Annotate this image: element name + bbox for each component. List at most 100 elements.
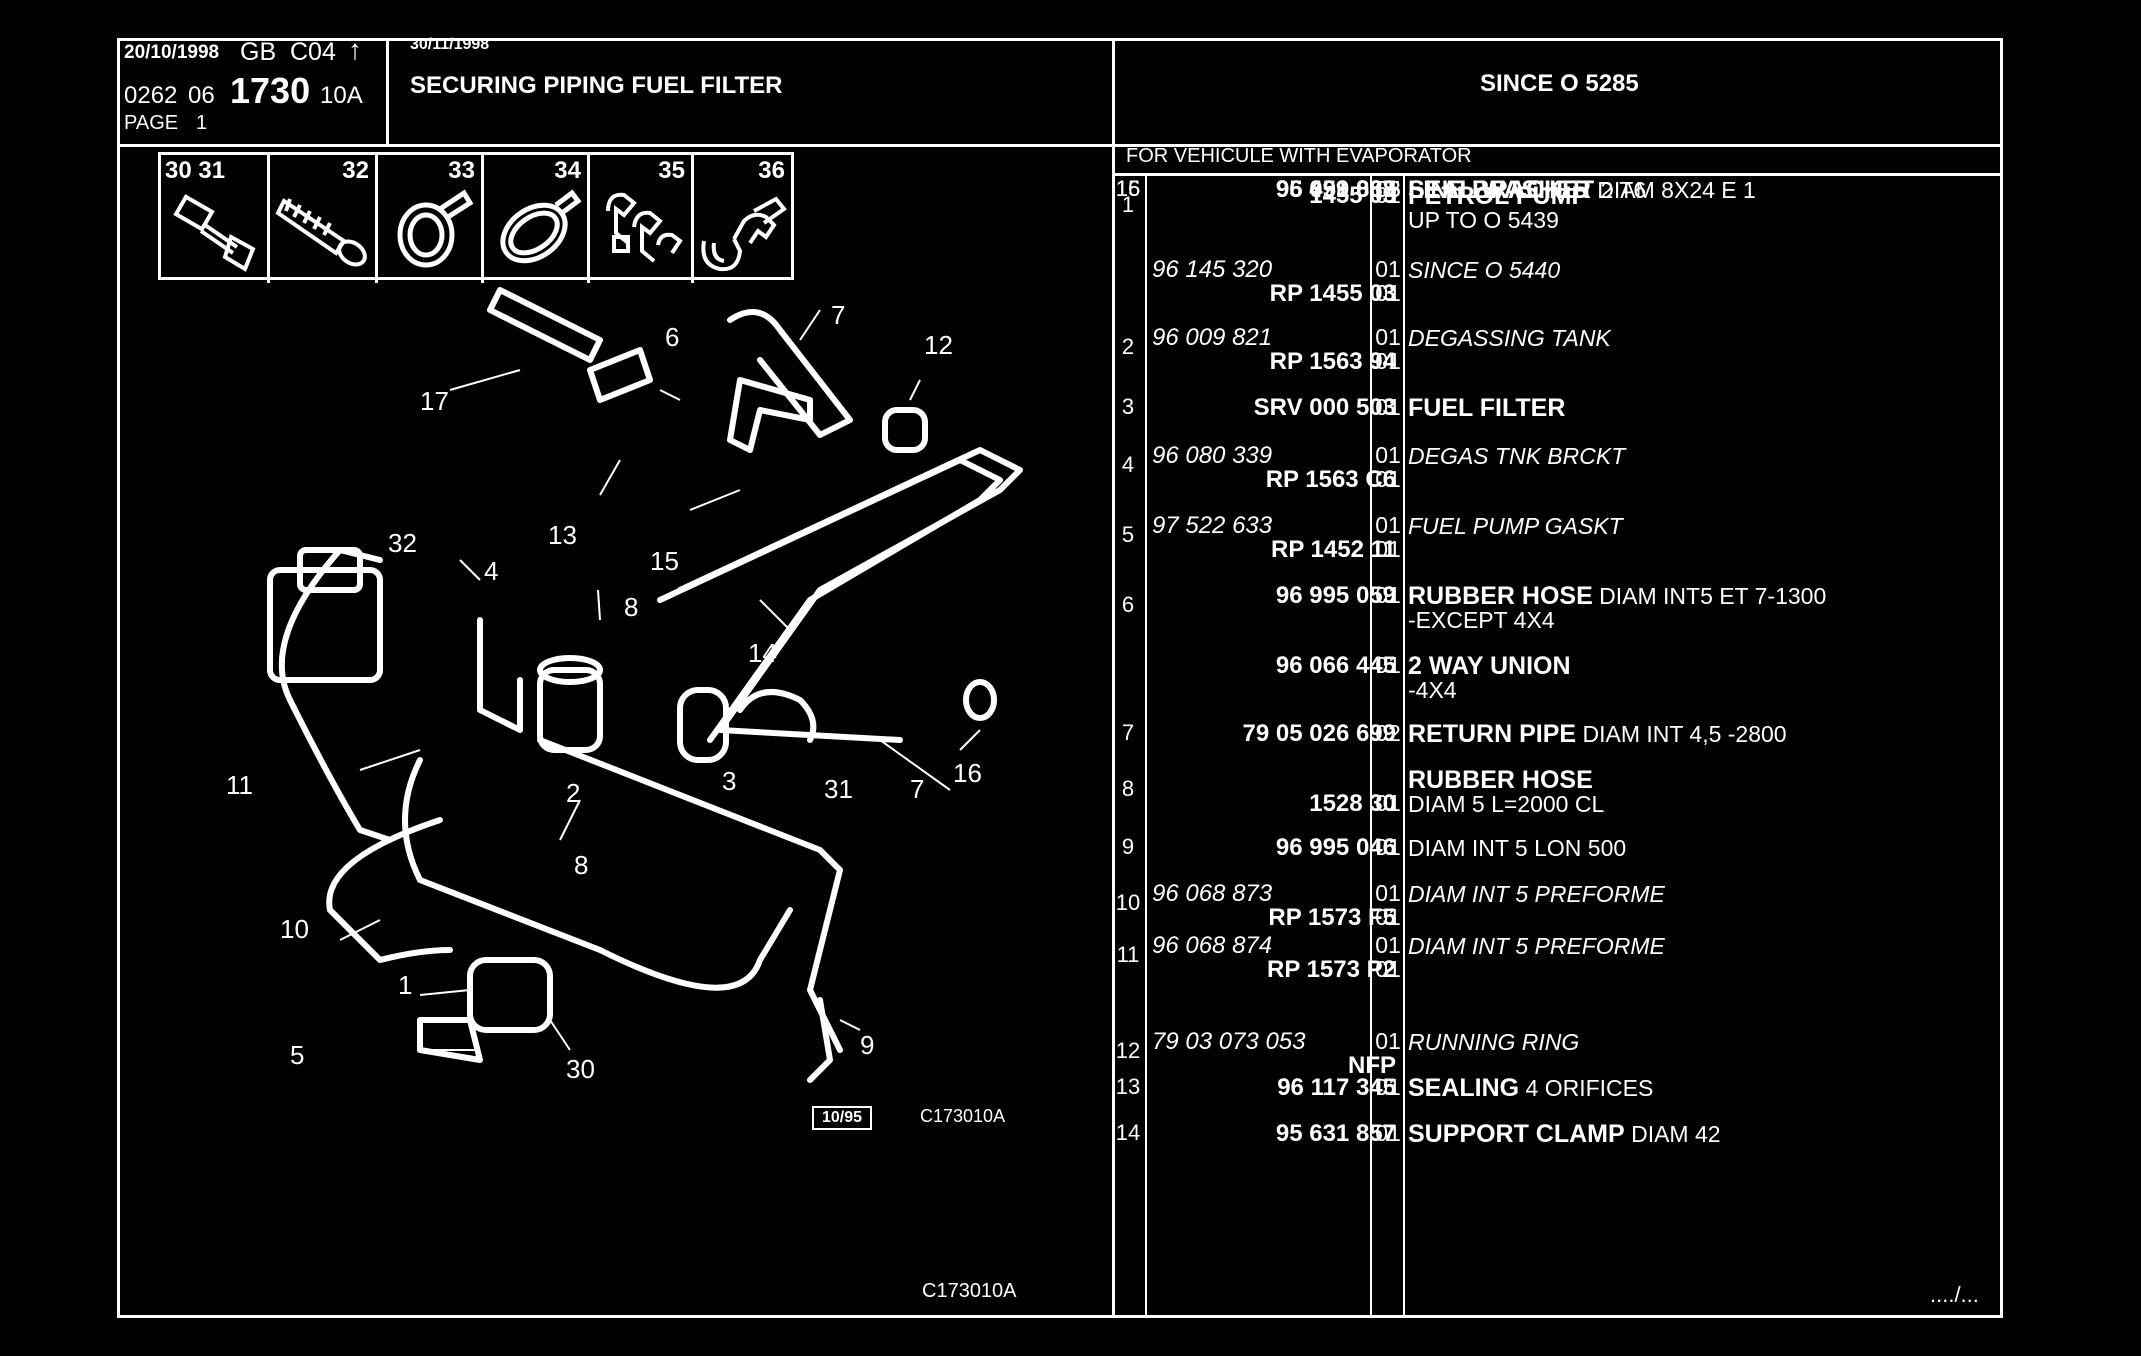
hardware-icon-strip: 30 31 32 33 34 35 36 <box>158 152 794 283</box>
part-qty: 01 <box>1375 324 1401 350</box>
header-ref-a: 0262 <box>124 82 178 109</box>
part-number: 96 080 339 <box>1152 442 1273 469</box>
part-name: 2 WAY UNION <box>1408 652 1571 680</box>
part-number: RP 1563 94 <box>1269 348 1396 375</box>
callout-6: 6 <box>665 322 680 352</box>
icon-cell-36: 36 <box>694 155 791 283</box>
part-index: 9 <box>1121 834 1135 859</box>
icon-numbers: 33 <box>448 157 475 184</box>
part-number: RP 1455 03 <box>1269 280 1396 307</box>
carburettor <box>267 567 383 683</box>
part-detail: -4X4 <box>1408 677 1457 703</box>
part-description: DIAM INT 5 PREFORME <box>1408 932 1665 961</box>
petrol-pump <box>467 957 553 1033</box>
part-description: FUEL PUMP GASKT <box>1408 512 1623 541</box>
part-description: SINCE O 5440 <box>1408 256 1560 285</box>
part-description: RETURN PIPE DIAM INT 4,5 -2800 <box>1408 720 1787 749</box>
hose-10 <box>326 817 453 963</box>
part-qty: 01 <box>1375 182 1401 208</box>
part-detail: -EXCEPT 4X4 <box>1408 607 1555 633</box>
part-description: RUNNING RING <box>1408 1028 1579 1057</box>
part-detail: DIAM 5 L=2000 CL <box>1408 791 1605 817</box>
callout-31: 31 <box>824 774 853 804</box>
part-qty: 01 <box>1375 1074 1401 1100</box>
part-qty: 01 <box>1375 256 1401 282</box>
seal-washer-16 <box>963 679 997 721</box>
part-detail: SINCE O 5440 <box>1408 257 1561 283</box>
continuation-marker: ..../... <box>1930 1282 1979 1307</box>
part-description: DEGASSING TANK <box>1408 324 1611 353</box>
icon-numbers: 32 <box>342 157 369 184</box>
part-name: RETURN PIPE <box>1408 720 1577 748</box>
screw-icon <box>275 198 367 267</box>
part-description: 2 WAY UNION <box>1408 652 1571 681</box>
part-number: 79 05 026 699 <box>1242 720 1396 747</box>
part-6 <box>727 309 853 438</box>
part-number: 97 522 633 <box>1152 512 1273 539</box>
icon-cell-30-31: 30 31 <box>161 155 270 283</box>
callout-8-mid: 8 <box>624 592 639 622</box>
part-detail: FUEL PUMP GASKT <box>1408 513 1623 539</box>
part-index: 6 <box>1121 592 1135 617</box>
callout-13: 13 <box>548 520 577 550</box>
part-number: 96 068 873 <box>1152 880 1273 907</box>
line-bracket-15 <box>727 377 813 453</box>
part-index: 8 <box>1121 776 1135 801</box>
icon-numbers: 35 <box>658 157 685 184</box>
part-qty: 01 <box>1375 280 1401 306</box>
part-description: DIAM INT 5 PREFORME <box>1408 880 1665 909</box>
part-description: RUBBER HOSE <box>1408 766 1593 795</box>
callout-16: 16 <box>953 758 982 788</box>
part-description: FUEL FILTER <box>1408 394 1565 423</box>
part-number: RP 1452 11 <box>1270 536 1396 563</box>
hose-8-main <box>402 757 793 991</box>
part-detail: DIAM INT 5 LON 500 <box>1408 835 1627 861</box>
part-name: PETROL PUMP <box>1408 182 1589 210</box>
part-name: LINE BRACKET <box>1408 176 1595 204</box>
part-qty: 03 <box>1375 176 1401 202</box>
part-qty: 01 <box>1375 1028 1401 1054</box>
part-name: RUBBER HOSE <box>1408 582 1593 610</box>
part-number: 96 009 821 <box>1152 324 1273 351</box>
part-name: RUBBER HOSE <box>1408 766 1593 794</box>
part-detail: DEGASSING TANK <box>1408 325 1611 351</box>
part-index: 4 <box>1121 452 1135 477</box>
part-number: 96 117 345 <box>1277 1074 1396 1101</box>
part-qty: 01 <box>1375 536 1401 562</box>
since-label: SINCE O 5285 <box>1480 70 1639 97</box>
part-index: 14 <box>1115 1120 1141 1145</box>
part-detail: DIAM INT5 ET 7-1300 <box>1592 583 1827 609</box>
part-name: SEAL WASHER <box>1408 176 1591 204</box>
subheader-bottom-line <box>1112 173 2003 176</box>
part-index: 16 <box>1115 176 1141 201</box>
callout-11: 11 <box>226 770 253 800</box>
callout-8-top: 7 <box>831 300 846 330</box>
callout-3: 3 <box>722 766 737 796</box>
part-detail: DIAM INT 4,5 -2800 <box>1576 721 1787 747</box>
callout-2: 2 <box>566 778 581 808</box>
callout-30: 30 <box>566 1054 595 1084</box>
part-description: RUBBER HOSE DIAM INT5 ET 7-1300 <box>1408 582 1826 611</box>
arrow-up-icon: ↑ <box>348 34 362 65</box>
icon-numbers: 30 31 <box>165 157 226 184</box>
part-detail: DEGAS TNK BRCKT <box>1408 443 1626 469</box>
part-index: 7 <box>1121 720 1135 745</box>
header-divider-left <box>386 38 389 144</box>
callout-5: 5 <box>290 1040 305 1070</box>
part-qty: 01 <box>1375 904 1401 930</box>
callout-15: 15 <box>650 546 679 576</box>
icon-cell-32: 32 <box>270 155 378 283</box>
callout-4: 4 <box>484 556 499 586</box>
page-number: 1 <box>196 112 208 134</box>
header-bottom-line <box>117 144 2003 147</box>
